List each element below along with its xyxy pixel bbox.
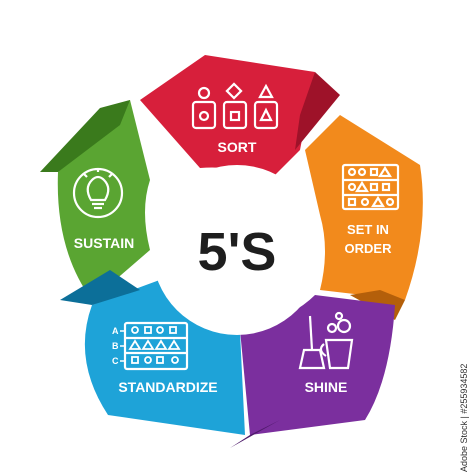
sustain-label: SUSTAIN [74,235,134,251]
set-in-order-segment-shape [305,115,423,300]
lightbulb-cycle-icon [72,167,124,219]
sort-segment-shape [140,55,315,180]
center-title: 5'S [198,222,277,282]
standardize-row-letter-c: C [112,356,119,366]
standardize-row-letter-a: A [112,326,119,336]
shine-arrow-tip [230,420,280,448]
standardize-arrow-tip [60,270,140,305]
standardize-row-letter-b: B [112,341,119,351]
segment-set-in-order: SET IN ORDER [305,115,423,320]
center-circle [152,165,322,335]
set-in-order-label-line-1: SET IN [347,222,389,237]
segment-sort: SORT [140,55,340,180]
segment-standardize: A B C STANDARDIZE [60,270,245,435]
shelf-shapes-icon [341,163,400,211]
standardize-segment-shape [84,278,245,435]
shine-segment-shape [240,295,395,435]
segment-shine: SHINE [230,295,395,448]
segment-sustain: SUSTAIN [40,100,151,300]
sort-label: SORT [218,139,257,155]
standardize-label: STANDARDIZE [118,379,217,395]
sustain-arrow-tip [40,100,130,172]
broom-bucket-icon [298,311,354,370]
labeled-shelf-icon: A B C [112,321,189,371]
sort-bins-icon [191,82,279,130]
sort-arrow-tip [295,72,340,150]
set-in-order-label-line-2: ORDER [345,241,393,256]
shine-label: SHINE [305,379,348,395]
stock-id-label: Adobe Stock | #255934582 [459,364,469,472]
center-hub: 5'S [152,165,322,335]
